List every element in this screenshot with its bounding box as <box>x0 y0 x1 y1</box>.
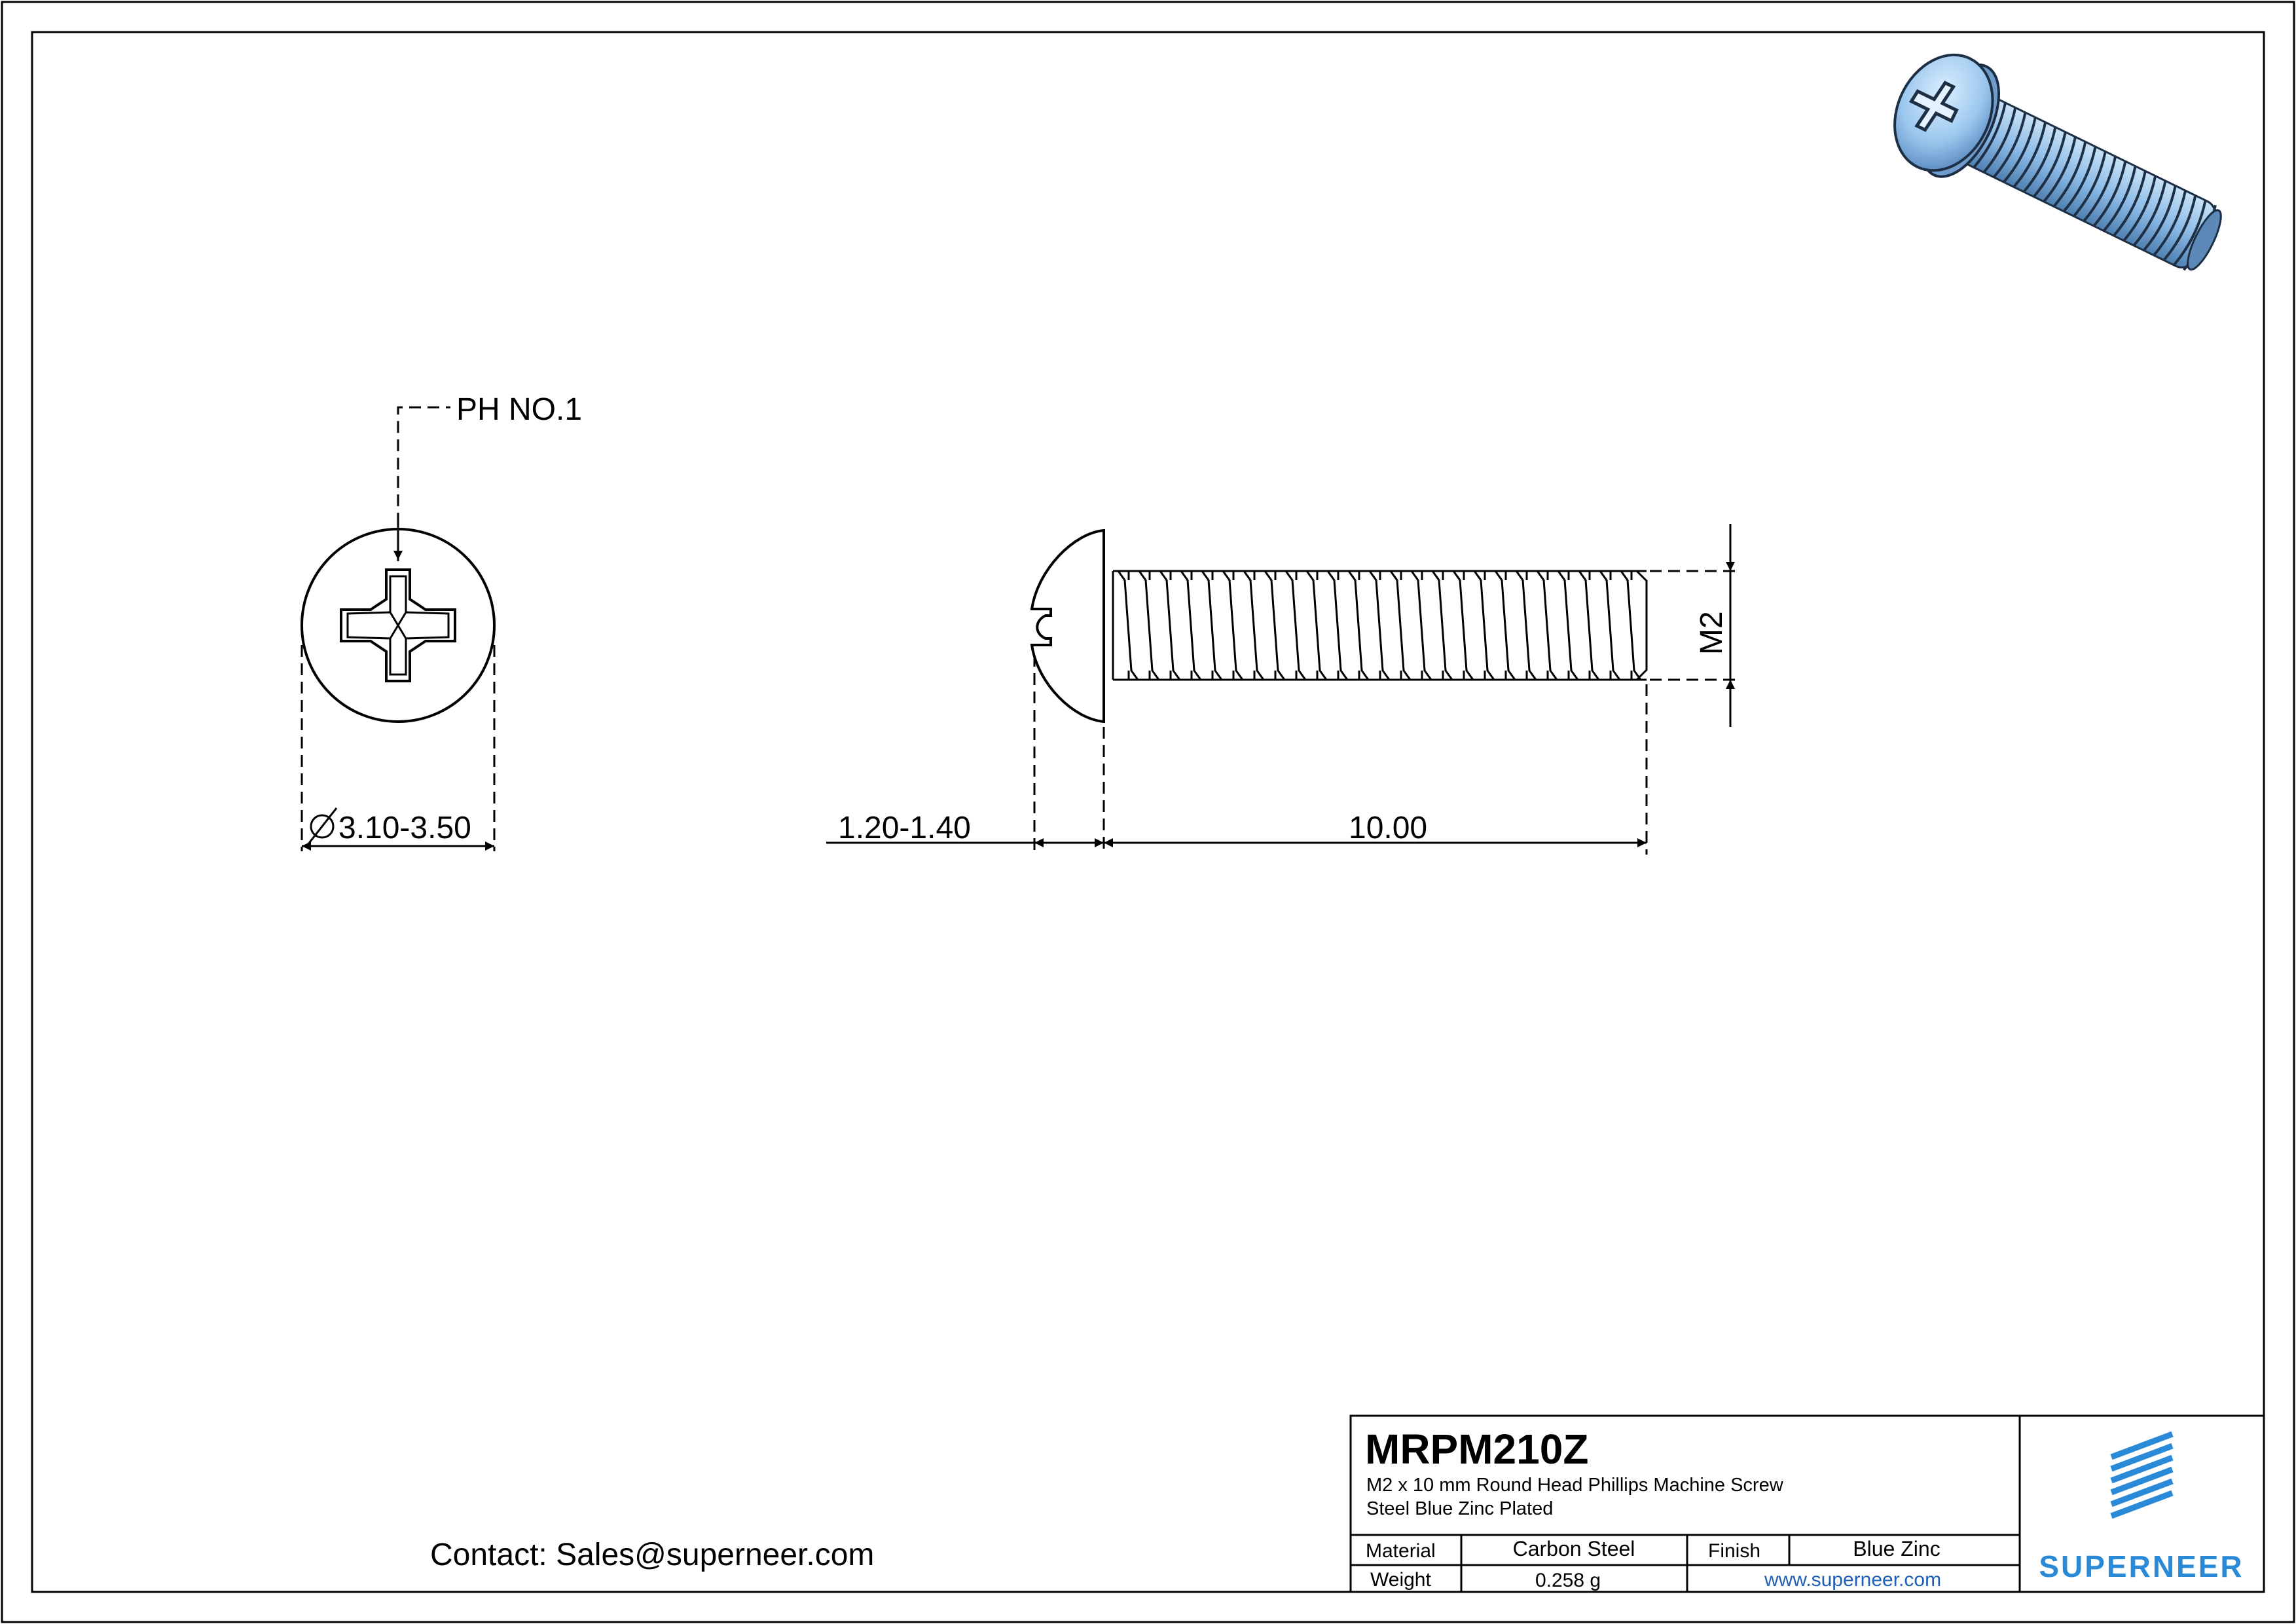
render-thread <box>2073 151 2107 217</box>
thread-crest <box>1389 570 1412 680</box>
top-view <box>301 406 496 851</box>
head-profile <box>1030 528 1105 724</box>
render-thread <box>2032 132 2067 198</box>
thread-crest <box>1180 570 1202 680</box>
render-thread <box>2172 200 2207 267</box>
side-view <box>826 524 1741 855</box>
render-thread <box>2162 195 2197 261</box>
render-thread <box>2083 156 2117 223</box>
drive-callout-text: PH NO.1 <box>456 392 582 427</box>
thread-crest <box>1201 570 1223 680</box>
title-block <box>1349 1414 2265 1593</box>
screw-3d-render <box>1893 53 2222 271</box>
diameter-symbol <box>310 814 335 839</box>
render-thread <box>2113 170 2147 237</box>
thread-crest <box>1431 570 1453 680</box>
render-thread <box>2013 122 2047 188</box>
thread-crest <box>1515 570 1537 680</box>
render-thread <box>2043 136 2077 203</box>
thread-crest <box>1599 570 1621 680</box>
part-number: MRPM210Z <box>1365 1426 1588 1473</box>
render-thread <box>1973 102 2007 169</box>
thread-crest <box>1347 570 1370 680</box>
description-line2: Steel Blue Zinc Plated <box>1366 1498 1553 1519</box>
drive-callout-leader <box>397 406 450 561</box>
dim-head-height-text: 1.20-1.40 <box>838 811 971 845</box>
thread-crest <box>1494 570 1516 680</box>
contact-text: Contact: Sales@superneer.com <box>430 1538 874 1572</box>
thread-crest <box>1557 570 1579 680</box>
render-thread <box>2123 175 2157 242</box>
dim-thread-text: M2 <box>1694 611 1729 655</box>
dim-head-diameter-text: 3.10-3.50 <box>338 811 471 845</box>
thread-crest <box>1264 570 1286 680</box>
render-thread <box>2003 117 2037 183</box>
material-label: Material <box>1366 1540 1436 1562</box>
thread-crest <box>1222 570 1244 680</box>
weight-label: Weight <box>1370 1569 1431 1591</box>
render-thread <box>1992 112 2027 178</box>
render-thread <box>2052 141 2087 208</box>
thread-crest <box>1243 570 1265 680</box>
description-line1: M2 x 10 mm Round Head Phillips Machine S… <box>1366 1475 1784 1496</box>
render-thread <box>2062 146 2097 213</box>
render-thread <box>2092 160 2127 227</box>
thread-crest <box>1452 570 1474 680</box>
render-thread <box>1982 107 2017 174</box>
thread-crest <box>1326 570 1349 680</box>
thread-crest <box>1285 570 1307 680</box>
render-thread <box>2153 190 2187 257</box>
render-thread <box>2143 185 2177 251</box>
phillips-recess-outline <box>340 568 456 682</box>
thread-crest <box>1536 570 1558 680</box>
render-thread <box>2022 126 2057 193</box>
superneer-logo-icon <box>2110 1431 2174 1519</box>
inner-border <box>31 31 2265 1593</box>
logo-text: SUPERNEER <box>2039 1549 2244 1583</box>
thread-crest <box>1117 570 1139 680</box>
finish-label: Finish <box>1708 1540 1760 1562</box>
render-thread <box>2132 180 2167 247</box>
thread-crest <box>1305 570 1328 680</box>
thread-crest <box>1368 570 1391 680</box>
thread-crest <box>1620 570 1642 680</box>
thread-lines <box>1117 570 1642 680</box>
website-link[interactable]: www.superneer.com <box>1764 1569 1941 1591</box>
thread-crest <box>1578 570 1600 680</box>
thread-crest <box>1138 570 1160 680</box>
thread-crest <box>1410 570 1432 680</box>
dim-length-text: 10.00 <box>1349 811 1427 845</box>
material-value: Carbon Steel <box>1513 1537 1635 1560</box>
render-thread <box>2102 166 2137 232</box>
thread-crest <box>1159 570 1181 680</box>
weight-value: 0.258 g <box>1535 1570 1601 1591</box>
finish-value: Blue Zinc <box>1853 1537 1940 1560</box>
thread-crest <box>1473 570 1495 680</box>
